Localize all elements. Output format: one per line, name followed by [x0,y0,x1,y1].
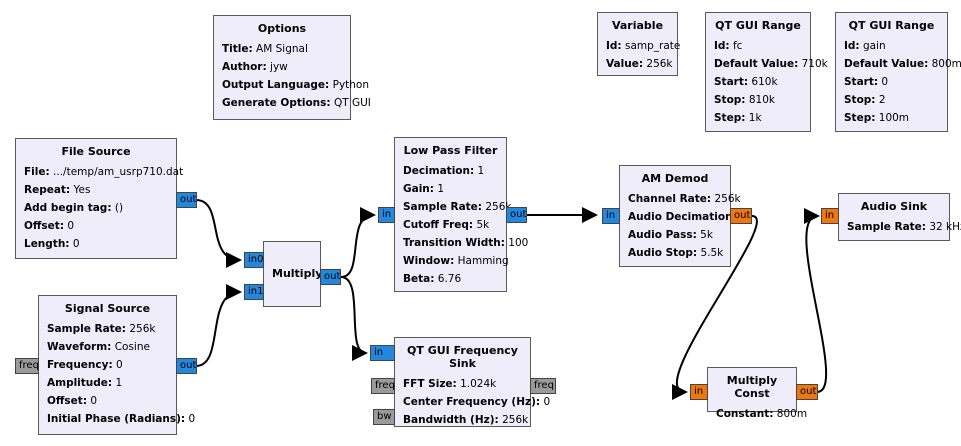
param-row: Generate Options: QT GUI [222,97,371,109]
block-title: Variable [611,19,664,32]
param-row: Author: jyw [222,61,288,73]
freq-sink-freq-out-port[interactable]: freq [530,378,556,394]
freq-sink-block[interactable]: QT GUI Frequency Sink FFT Size: 1.024k C… [394,337,551,427]
param-row: Step: 1k [714,112,762,124]
am-demod-in-port[interactable]: in [602,208,620,224]
param-row: Output Language: Python [222,79,370,91]
multiply-in0-port[interactable]: in0 [244,252,264,268]
param-row: Sample Rate: 32 kHz [847,221,961,233]
param-row: Cutoff Freq: 5k [403,219,490,231]
param-row: FFT Size: 1.024k [403,378,497,390]
multiply-in1-port[interactable]: in1 [244,284,264,300]
param-row: Stop: 2 [844,94,886,106]
param-row: Bandwidth (Hz): 256k [403,414,529,426]
param-row: Waveform: Cosine [47,341,150,353]
wire-signal-to-multiply[interactable] [195,284,242,367]
param-row: Default Value: 710k [714,58,828,70]
param-row: Offset: 0 [47,395,98,407]
block-title: QT GUI Range [848,19,935,32]
param-row: Initial Phase (Radians): 0 [47,413,196,425]
audio-sink-in-port[interactable]: in [821,208,839,224]
wire-multconst-to-audiosink[interactable] [803,208,828,393]
param-row: File: .../temp/am_usrp710.dat [24,166,184,178]
param-row: Step: 100m [844,112,910,124]
param-row: Center Frequency (Hz): 0 [403,396,551,408]
signal-source-out-port[interactable]: out [176,358,197,374]
param-row: Transition Width: 100 [403,237,529,249]
param-row: Start: 0 [844,76,889,88]
low-pass-out-port[interactable]: out [506,207,527,223]
param-row: Audio Decimation: 8 [628,211,747,223]
variable-block[interactable]: Variable Id: samp_rate Value: 256k [597,12,681,76]
wire-amdemod-to-multconst[interactable] [671,215,758,400]
options-block[interactable]: Options Title: AM Signal Author: jyw Out… [213,15,371,120]
multiply-const-in-port[interactable]: in [690,384,708,400]
param-row: Stop: 810k [714,94,775,106]
param-row: Offset: 0 [24,220,75,232]
multiply-const-out-port[interactable]: out [796,384,818,400]
block-title: Multiply [272,267,323,280]
am-demod-block[interactable]: AM Demod Channel Rate: 256k Audio Decima… [619,165,747,267]
qt-gui-range-fc-block[interactable]: QT GUI Range Id: fc Default Value: 710k … [705,12,828,132]
signal-source-freq-port[interactable]: freq [15,358,39,374]
block-title: Multiply Const [726,374,778,400]
audio-sink-block[interactable]: Audio Sink Sample Rate: 32 kHz [838,193,961,241]
param-row: Add begin tag: () [24,202,124,214]
block-title: QT GUI Frequency Sink [407,344,518,370]
wire-multiply-to-lpf[interactable] [340,207,376,278]
multiply-block[interactable]: Multiply [263,241,323,307]
block-title: QT GUI Range [715,19,801,32]
freq-sink-freq-in-port[interactable]: freq [371,378,395,394]
param-row: Value: 256k [606,58,673,70]
param-row: Length: 0 [24,238,80,250]
low-pass-in-port[interactable]: in [378,207,395,223]
param-row: Amplitude: 1 [47,377,123,389]
param-row: Window: Hamming [403,255,509,267]
block-title: Audio Sink [860,200,928,213]
param-row: Sample Rate: 256k [47,323,156,335]
multiply-const-block[interactable]: Multiply Const Constant: 800m [707,367,807,420]
qt-gui-range-gain-block[interactable]: QT GUI Range Id: gain Default Value: 800… [835,12,961,132]
low-pass-filter-block[interactable]: Low Pass Filter Decimation: 1 Gain: 1 Sa… [394,137,529,292]
param-row: Id: gain [844,40,886,52]
block-title: Low Pass Filter [403,144,498,157]
param-row: Constant: 800m [716,408,808,420]
param-row: Repeat: Yes [24,184,91,196]
signal-source-block[interactable]: Signal Source Sample Rate: 256k Waveform… [38,295,196,435]
param-row: Audio Pass: 5k [628,229,713,241]
param-row: Default Value: 800m [844,58,961,70]
multiply-out-port[interactable]: out [320,269,341,285]
freq-sink-bw-in-port[interactable]: bw [373,409,395,425]
param-row: Beta: 6.76 [403,273,462,285]
param-row: Audio Stop: 5.5k [628,247,724,259]
param-row: Start: 610k [714,76,778,88]
block-title: Options [257,22,307,35]
wire-multiply-to-freqsink[interactable] [340,276,368,361]
file-source-block[interactable]: File Source File: .../temp/am_usrp710.da… [15,138,184,259]
wire-file-to-multiply[interactable] [195,199,242,268]
param-row: Decimation: 1 [403,165,485,177]
param-row: Title: AM Signal [222,43,308,55]
block-title: File Source [61,145,131,158]
block-title: AM Demod [641,172,709,185]
file-source-out-port[interactable]: out [176,192,197,208]
param-row: Id: samp_rate [606,40,681,52]
param-row: Gain: 1 [403,183,445,195]
block-title: Signal Source [64,302,151,315]
param-row: Id: fc [714,40,743,52]
freq-sink-in-port[interactable]: in [370,345,395,361]
param-row: Channel Rate: 256k [628,193,741,205]
param-row: Frequency: 0 [47,359,123,371]
am-demod-out-port[interactable]: out [730,208,752,224]
param-row: Sample Rate: 256k [403,201,512,213]
